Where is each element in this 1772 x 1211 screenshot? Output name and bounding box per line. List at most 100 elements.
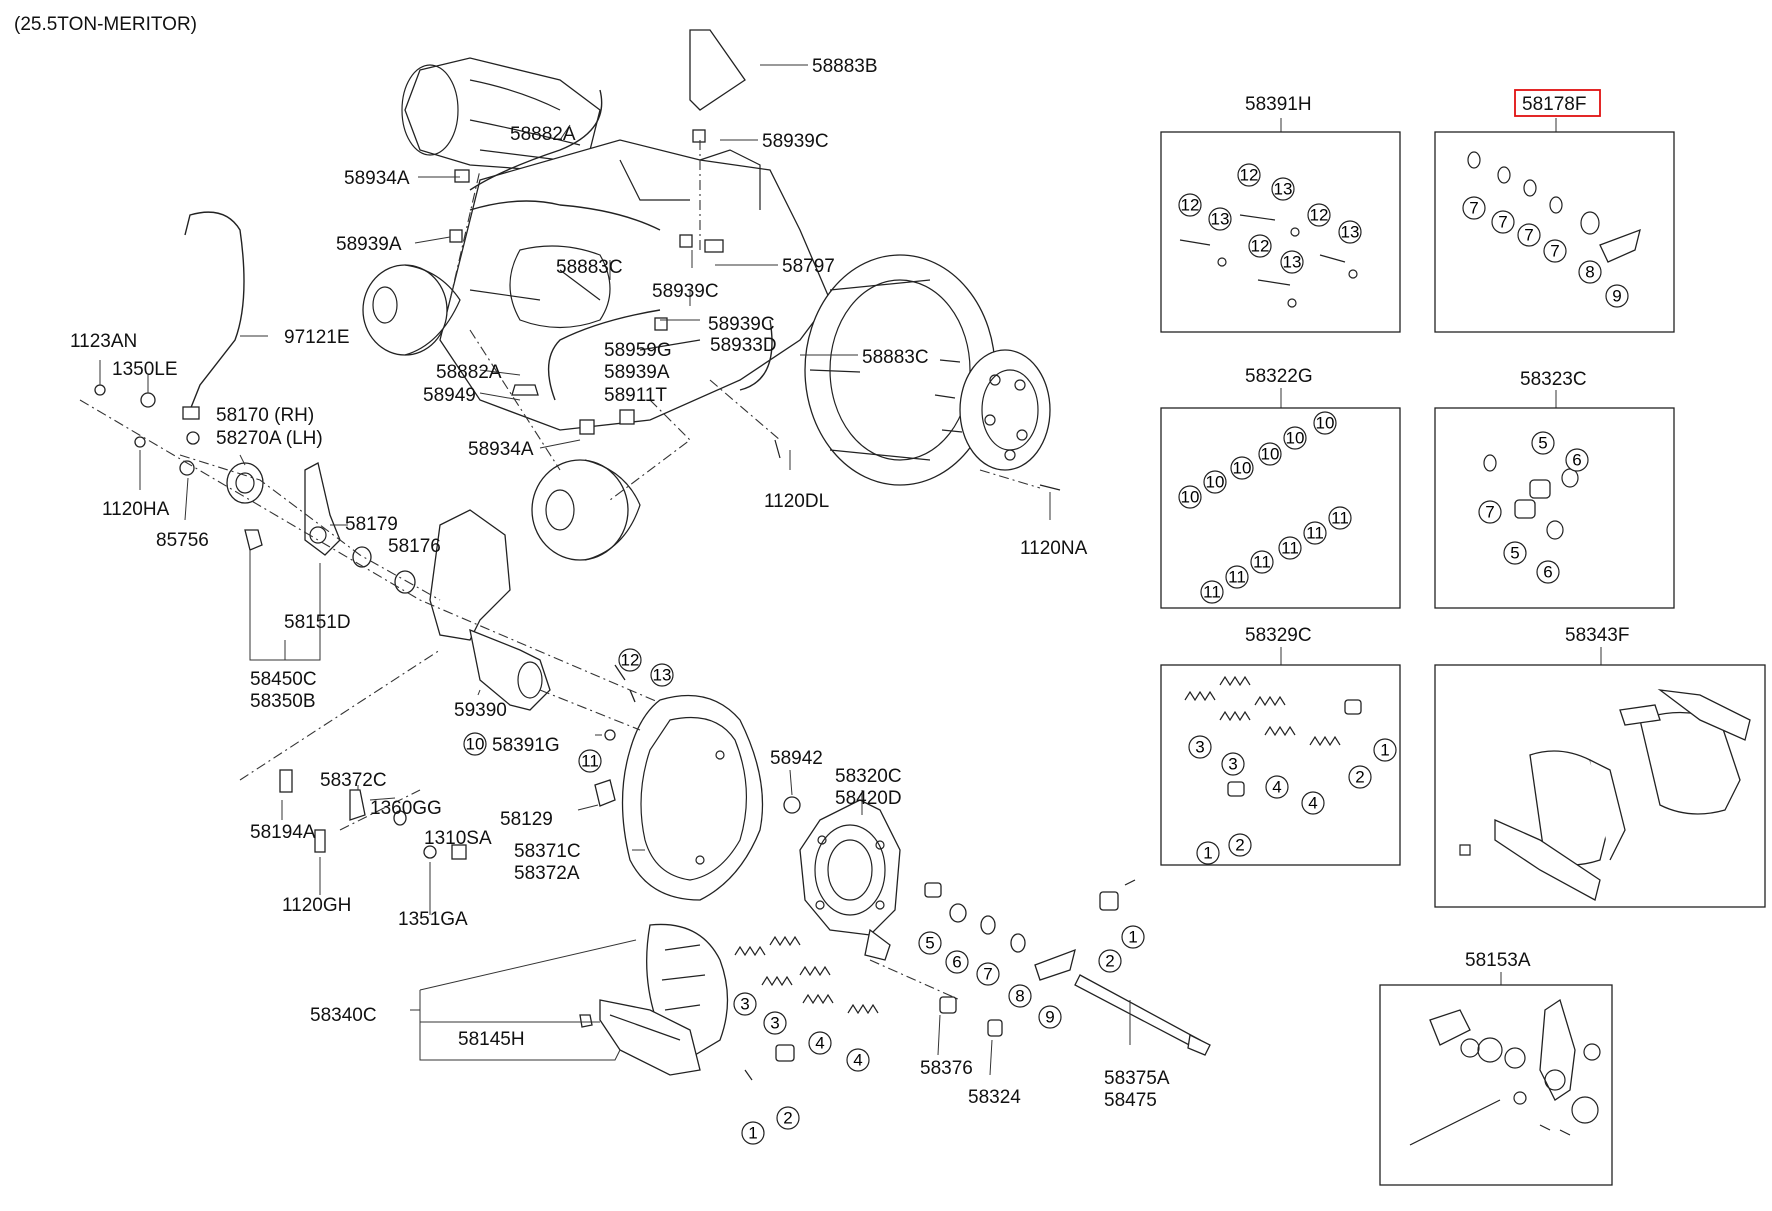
svg-text:10: 10 <box>466 735 485 754</box>
diagram-title: (25.5TON-MERITOR) <box>14 14 197 35</box>
svg-text:13: 13 <box>1211 210 1230 229</box>
brake-spider-drawing <box>539 689 961 1001</box>
callout-3-main-b: 3 <box>763 1011 787 1035</box>
kit-58322G: 58322G 10 10 10 10 10 10 11 11 11 11 11 … <box>1160 366 1401 609</box>
label-58883C-right: 58883C <box>862 347 929 368</box>
label-58450C: 58450C <box>250 669 317 690</box>
kit-58391H: 58391H 12 13 12 13 12 13 12 13 <box>1160 94 1401 333</box>
label-1120HA: 1120HA <box>102 499 170 520</box>
label-1120NA: 1120NA <box>1020 538 1088 559</box>
svg-text:11: 11 <box>581 752 599 771</box>
svg-text:3: 3 <box>1228 755 1237 774</box>
label-58176: 58176 <box>388 536 441 557</box>
svg-text:7: 7 <box>1550 242 1559 261</box>
kit-58343F: 58343F <box>1434 625 1766 908</box>
svg-text:11: 11 <box>1203 583 1221 602</box>
label-58179: 58179 <box>345 514 398 535</box>
svg-text:2: 2 <box>1235 836 1244 855</box>
svg-text:5: 5 <box>1510 544 1519 563</box>
label-58939C-top: 58939C <box>762 131 829 152</box>
label-58797: 58797 <box>782 256 835 277</box>
kit-58178F-label: 58178F <box>1522 94 1586 115</box>
callout-11-main: 11 <box>578 749 602 773</box>
kit-58322G-label: 58322G <box>1245 366 1313 387</box>
callout-6-main: 6 <box>945 950 969 974</box>
brake-shoe-drawing <box>579 923 729 1076</box>
label-97121E: 97121E <box>284 327 350 348</box>
callout-4-main-a: 4 <box>808 1031 832 1055</box>
callout-2-main-a: 2 <box>1098 949 1122 973</box>
label-1120GH: 1120GH <box>282 895 351 916</box>
svg-text:11: 11 <box>1228 568 1246 587</box>
label-1360GG: 1360GG <box>370 798 442 819</box>
label-58320C: 58320C <box>835 766 902 787</box>
callout-10-main: 10 <box>463 732 487 756</box>
label-1310SA: 1310SA <box>424 828 492 849</box>
label-58372C: 58372C <box>320 770 387 791</box>
svg-text:7: 7 <box>1485 503 1494 522</box>
lower-hardware-drawing <box>279 664 636 860</box>
svg-text:6: 6 <box>952 953 961 972</box>
label-58324: 58324 <box>968 1087 1021 1108</box>
label-58151D: 58151D <box>284 612 351 633</box>
label-58371C: 58371C <box>514 841 581 862</box>
svg-text:12: 12 <box>1240 166 1259 185</box>
axle-housing-drawing <box>362 29 1061 561</box>
svg-text:13: 13 <box>1283 253 1302 272</box>
callout-5-main: 5 <box>918 931 942 955</box>
svg-text:10: 10 <box>1261 445 1280 464</box>
svg-text:5: 5 <box>1538 434 1547 453</box>
main-callouts: 12 13 10 11 5 6 7 8 9 2 1 3 3 4 4 2 1 <box>463 648 1145 1145</box>
label-85756: 85756 <box>156 530 209 551</box>
svg-text:1: 1 <box>1380 741 1389 760</box>
callout-13-main: 13 <box>650 663 674 687</box>
svg-text:1: 1 <box>748 1124 757 1143</box>
part-labels: 58883B 58882A 58939C 58934A 58939A 58883… <box>70 56 1170 1111</box>
svg-text:3: 3 <box>740 995 749 1014</box>
svg-text:6: 6 <box>1543 563 1552 582</box>
label-58882A-top: 58882A <box>510 124 576 145</box>
label-58270A-lh: 58270A (LH) <box>216 428 323 449</box>
svg-text:7: 7 <box>983 965 992 984</box>
kit-58153A: 58153A <box>1379 950 1613 1186</box>
svg-text:13: 13 <box>1341 223 1360 242</box>
svg-text:1: 1 <box>1203 844 1212 863</box>
svg-text:7: 7 <box>1524 226 1533 245</box>
leader-lines <box>99 64 1131 1076</box>
sensor-and-slack-adjuster-drawing <box>79 211 701 831</box>
label-1350LE: 1350LE <box>112 359 178 380</box>
callout-3-main-a: 3 <box>733 992 757 1016</box>
svg-text:3: 3 <box>770 1014 779 1033</box>
svg-text:12: 12 <box>1181 196 1200 215</box>
kit-58178F: 58178F 7 7 7 7 8 9 <box>1434 89 1675 333</box>
label-59390: 59390 <box>454 700 507 721</box>
callout-4-main-b: 4 <box>846 1048 870 1072</box>
svg-text:10: 10 <box>1181 488 1200 507</box>
label-58372A: 58372A <box>514 863 580 884</box>
svg-text:4: 4 <box>1308 794 1317 813</box>
label-58942: 58942 <box>770 748 823 769</box>
label-58939A-2: 58939A <box>604 362 670 383</box>
label-58145H: 58145H <box>458 1029 525 1050</box>
label-58883B: 58883B <box>812 56 878 77</box>
svg-text:4: 4 <box>853 1051 862 1070</box>
kit-58178F-highlight-frame <box>1514 89 1601 117</box>
callout-12-main: 12 <box>618 648 642 672</box>
svg-text:7: 7 <box>1469 199 1478 218</box>
kit-58153A-label: 58153A <box>1465 950 1531 971</box>
label-58939C-mid: 58939C <box>652 281 719 302</box>
label-58934A-top: 58934A <box>344 168 410 189</box>
label-58391G: 58391G <box>492 735 560 756</box>
kit-58391H-label: 58391H <box>1245 94 1312 115</box>
callout-7-main: 7 <box>976 962 1000 986</box>
springs-and-pins-drawing <box>734 879 1211 1081</box>
svg-text:4: 4 <box>1272 778 1281 797</box>
label-58129: 58129 <box>500 809 553 830</box>
label-58883C-mid: 58883C <box>556 257 623 278</box>
label-58420D: 58420D <box>835 788 902 809</box>
svg-text:12: 12 <box>621 651 640 670</box>
label-58882A-low: 58882A <box>436 362 502 383</box>
kit-58323C-label: 58323C <box>1520 369 1587 390</box>
svg-text:10: 10 <box>1206 473 1225 492</box>
label-1351GA: 1351GA <box>398 909 468 930</box>
